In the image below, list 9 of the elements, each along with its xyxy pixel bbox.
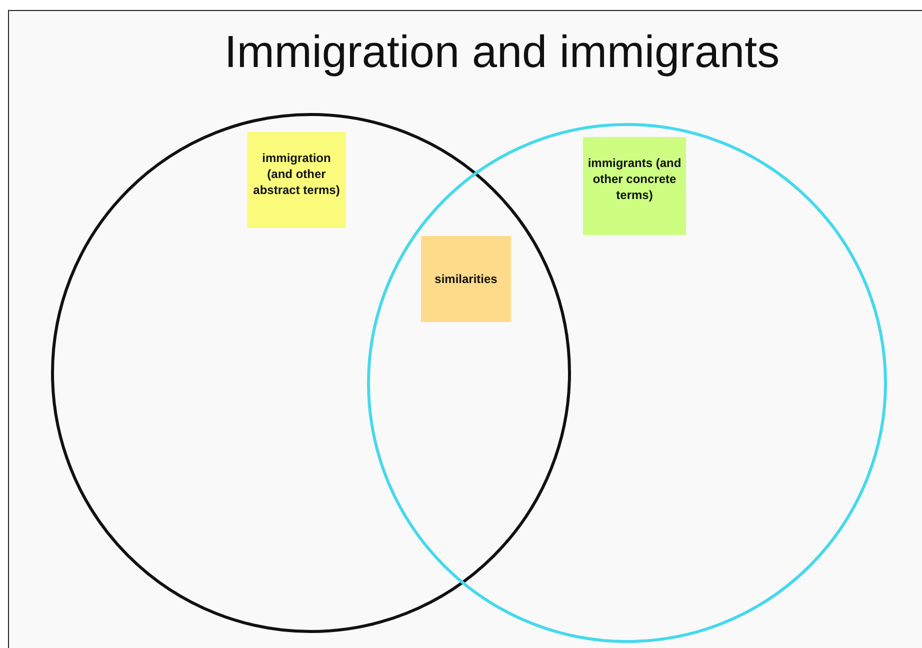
circle-outline <box>367 123 887 643</box>
sticky-note <box>583 137 686 235</box>
sticky-note <box>421 236 511 322</box>
sticky-note <box>247 132 346 228</box>
note-text: immigration (and other abstract terms) <box>252 150 341 198</box>
note-text: similarities <box>434 271 498 287</box>
note-text: immigrants (and other concrete terms) <box>587 155 682 203</box>
title: Immigration and immigrants <box>223 25 781 79</box>
circle-outline <box>51 113 571 633</box>
